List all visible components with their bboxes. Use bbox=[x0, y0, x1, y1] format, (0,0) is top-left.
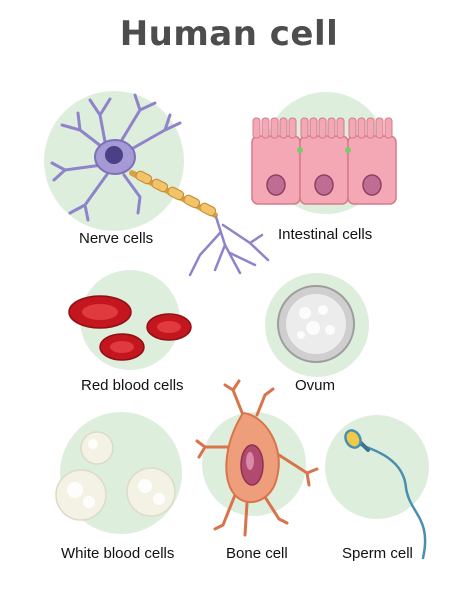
nerve-cell-illustration bbox=[50, 93, 270, 277]
red-blood-cell-illustration bbox=[68, 295, 192, 361]
intestinal-cell-panel: Intestinal cells bbox=[245, 90, 405, 250]
white-blood-cell-panel: White blood cells bbox=[45, 410, 205, 570]
nerve-cell-panel: Nerve cells bbox=[40, 85, 280, 285]
nerve-cells-label: Nerve cells bbox=[79, 230, 154, 247]
bone-cell-illustration bbox=[195, 379, 319, 537]
ovum-label: Ovum bbox=[295, 377, 336, 394]
axon bbox=[129, 170, 218, 218]
white-blood-cell-illustration bbox=[55, 431, 176, 521]
ovum-illustration bbox=[277, 285, 355, 363]
white-blood-cells-label: White blood cells bbox=[61, 545, 175, 562]
sperm-cell-illustration bbox=[344, 429, 427, 560]
bone-cell-panel: Bone cell bbox=[195, 379, 325, 570]
red-blood-cell-panel: Red blood cells bbox=[60, 270, 230, 400]
bone-cell-label: Bone cell bbox=[226, 545, 288, 562]
page-title: Human cell bbox=[119, 14, 339, 54]
sperm-cell-panel: Sperm cell bbox=[320, 410, 455, 570]
sperm-cell-label: Sperm cell bbox=[342, 545, 413, 562]
intestinal-cells-label: Intestinal cells bbox=[278, 226, 373, 243]
ovum-panel: Ovum bbox=[255, 265, 385, 400]
red-blood-cells-label: Red blood cells bbox=[81, 377, 184, 394]
intestinal-cell-illustration bbox=[251, 117, 397, 205]
